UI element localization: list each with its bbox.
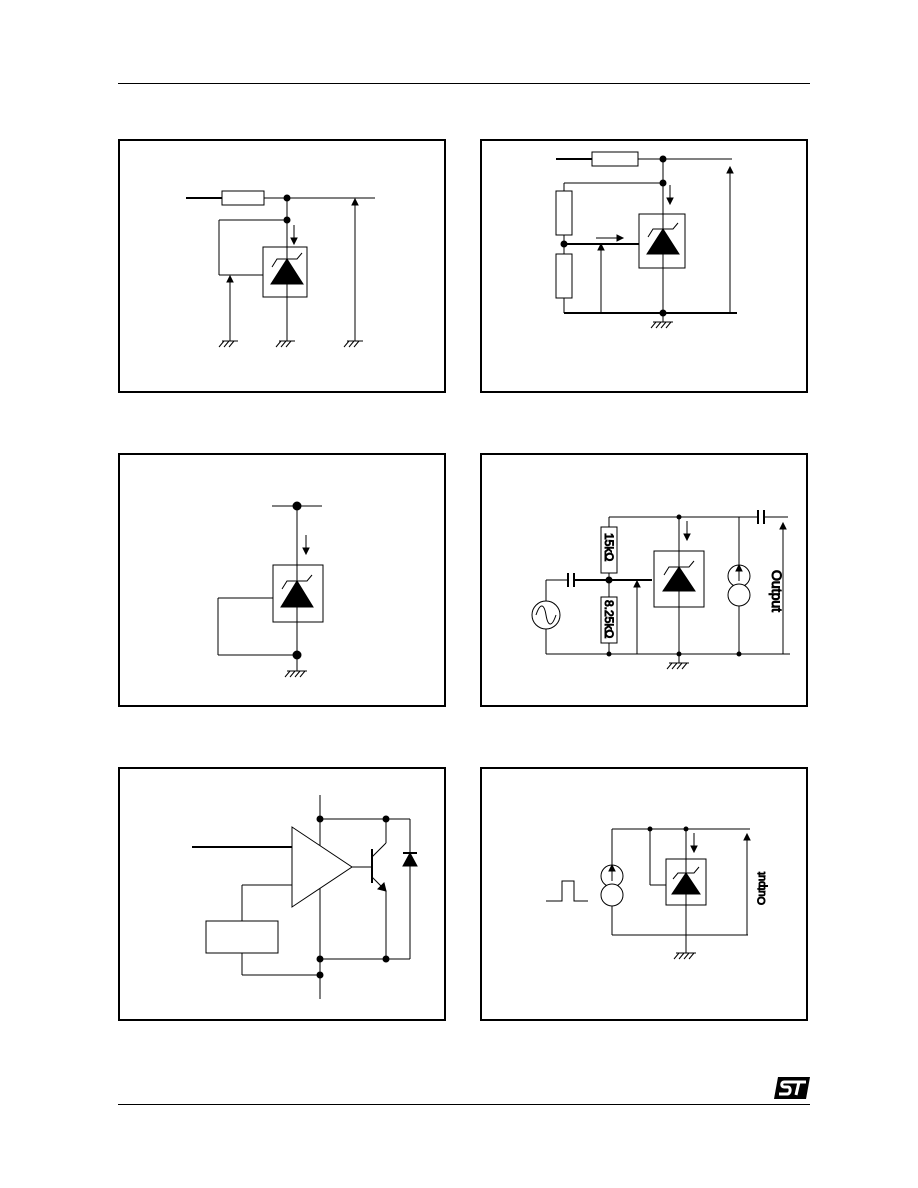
figure-4-schematic: 15kΩ 8.25kΩ Output (531, 510, 790, 670)
st-logo-icon (774, 1077, 810, 1099)
figure-4-panel: 15kΩ 8.25kΩ Output (480, 453, 808, 707)
figure-1-schematic (186, 190, 375, 348)
figure-3-schematic (217, 501, 324, 678)
figure-5-panel (118, 767, 446, 1021)
footer-rule (118, 1104, 810, 1105)
figure-1-panel (118, 139, 446, 393)
header-rule (118, 83, 810, 84)
figure-6-panel: Output (480, 767, 808, 1021)
figure-2-panel (480, 139, 808, 393)
figure-5-schematic (192, 795, 418, 999)
output-label: Output (769, 570, 785, 612)
resistor-15k-label: 15kΩ (602, 533, 616, 561)
output-label: Output (756, 872, 768, 905)
resistor-8-25k-label: 8.25kΩ (602, 600, 616, 638)
figure-2-schematic (555, 151, 737, 329)
figure-6-schematic: Output (546, 826, 769, 960)
figure-3-panel (118, 453, 446, 707)
